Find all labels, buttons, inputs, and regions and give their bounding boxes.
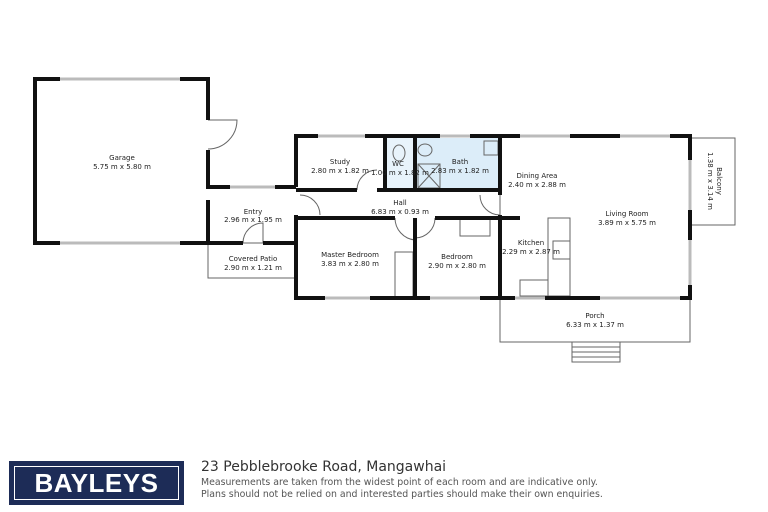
master-bedroom-size: 3.83 m x 2.80 m [321, 260, 379, 268]
balcony-name: Balcony [715, 167, 723, 195]
garage-name: Garage [109, 154, 135, 162]
bedroom-name: Bedroom [441, 253, 473, 261]
bath-name: Bath [452, 158, 468, 166]
entry-size: 2.96 m x 1.95 m [224, 216, 282, 224]
patio-size: 2.90 m x 1.21 m [224, 264, 282, 272]
kitchen-size: 2.29 m x 2.87 m [502, 248, 560, 256]
walls [33, 77, 692, 300]
disclaimer-line-1: Measurements are taken from the widest p… [201, 477, 598, 488]
master-bedroom-name: Master Bedroom [321, 251, 379, 259]
porch-size: 6.33 m x 1.37 m [566, 321, 624, 329]
hall-size: 6.83 m x 0.93 m [371, 208, 429, 216]
disclaimer-line-2: Plans should not be relied on and intere… [201, 489, 603, 500]
dining-size: 2.40 m x 2.88 m [508, 181, 566, 189]
bayleys-logo: BAYLEYS [9, 461, 184, 505]
hall-name: Hall [393, 199, 406, 207]
garage-door [207, 119, 238, 150]
property-address: 23 Pebblebrooke Road, Mangawhai [201, 459, 447, 475]
balcony-size: 1.38 m x 3.14 m [706, 152, 714, 210]
living-name: Living Room [606, 210, 649, 218]
garage-size: 5.75 m x 5.80 m [93, 163, 151, 171]
dining-name: Dining Area [517, 172, 558, 180]
porch-steps [571, 341, 621, 363]
living-size: 3.89 m x 5.75 m [598, 219, 656, 227]
bedroom-size: 2.90 m x 2.80 m [428, 262, 486, 270]
wc-fill [385, 138, 415, 190]
entry-name: Entry [244, 208, 263, 216]
bath-size: 2.83 m x 1.82 m [431, 167, 489, 175]
patio-name: Covered Patio [229, 255, 278, 263]
logo-text: BAYLEYS [14, 466, 179, 500]
porch-name: Porch [585, 312, 604, 320]
study-name: Study [330, 158, 350, 166]
wc-name: WC [392, 160, 404, 168]
porch-outline [499, 297, 691, 343]
study-size: 2.80 m x 1.82 m [311, 167, 369, 175]
wc-size: 1.00 m x 1.82 m [371, 169, 429, 177]
kitchen-name: Kitchen [518, 239, 544, 247]
